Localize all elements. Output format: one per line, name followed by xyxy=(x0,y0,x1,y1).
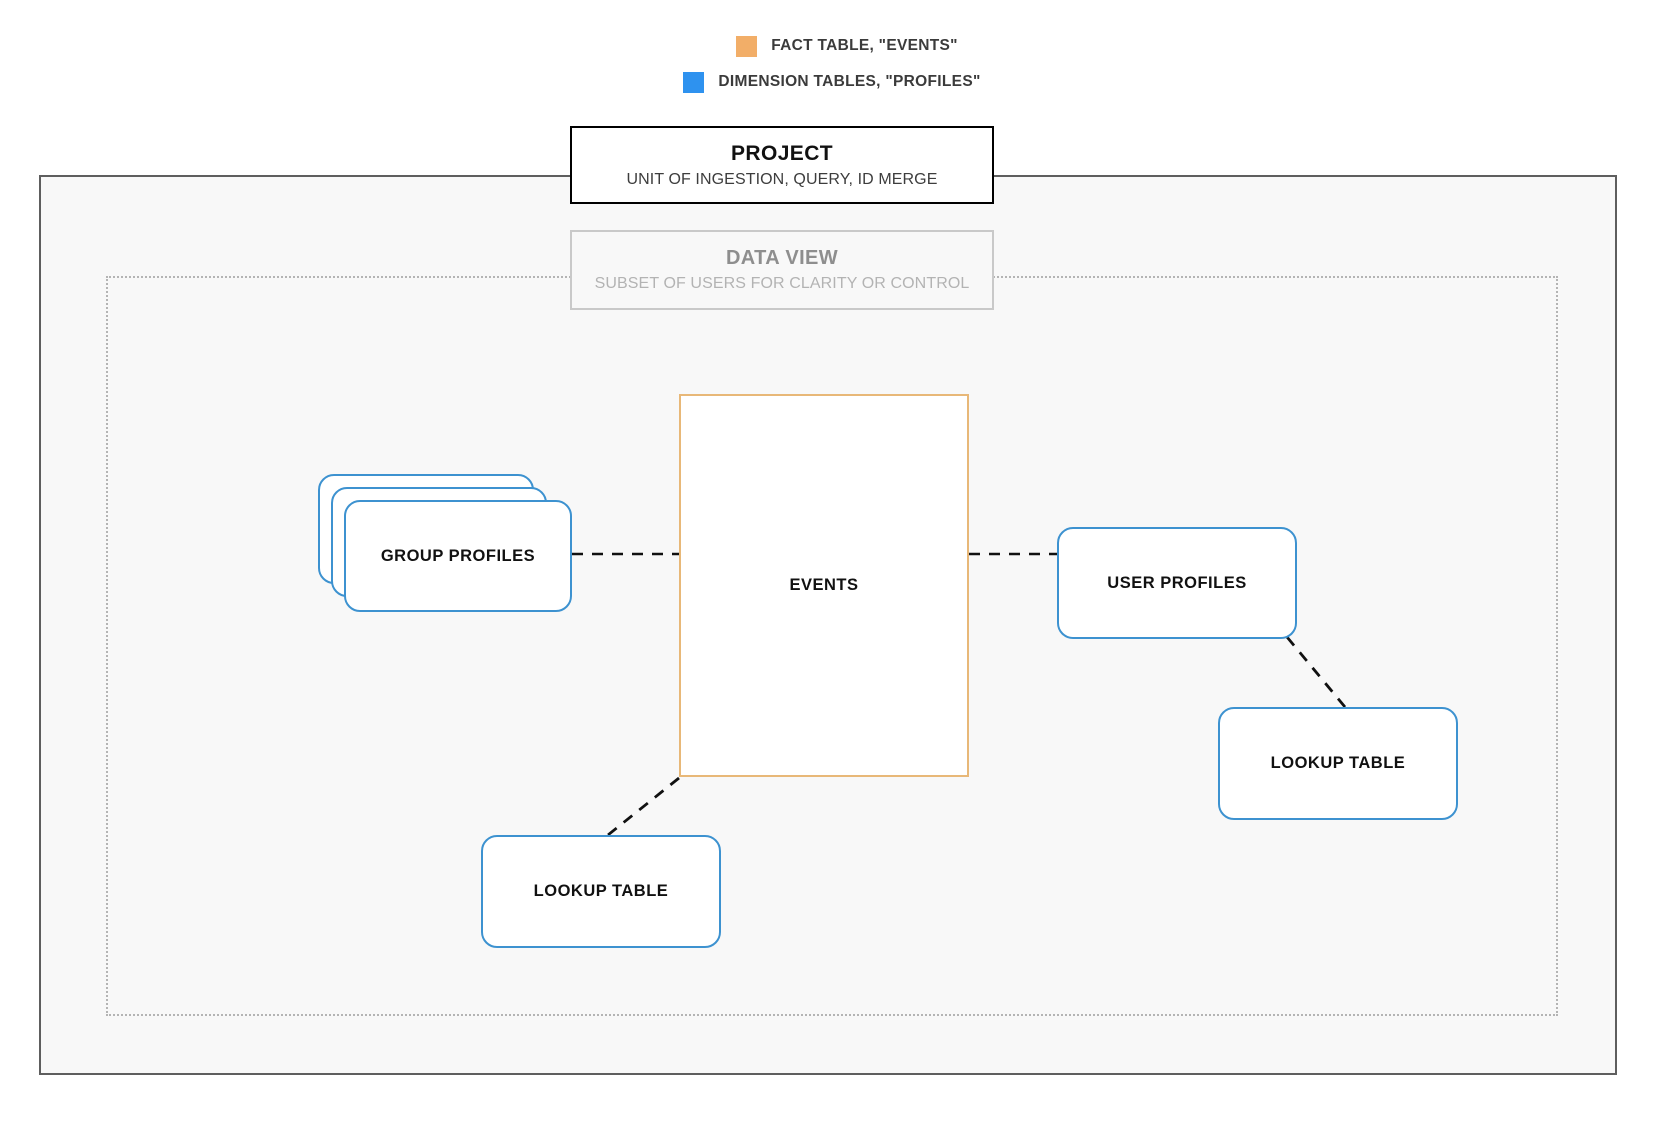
data-view-card: DATA VIEW SUBSET OF USERS FOR CLARITY OR… xyxy=(570,230,994,310)
dimension-table-user-profiles: USER PROFILES xyxy=(1057,527,1297,639)
blue-square-swatch-icon xyxy=(683,71,705,93)
project-card: PROJECT UNIT OF INGESTION, QUERY, ID MER… xyxy=(570,126,994,204)
group-profiles-stack-card-front: GROUP PROFILES xyxy=(344,500,572,612)
lookup-table-right-label: LOOKUP TABLE xyxy=(1270,754,1406,772)
lookup-table-left: LOOKUP TABLE xyxy=(481,835,721,948)
fact-table-events-label: EVENTS xyxy=(789,576,859,594)
lookup-table-left-label: LOOKUP TABLE xyxy=(533,882,669,900)
fact-table-events: EVENTS xyxy=(679,394,969,777)
project-title: PROJECT xyxy=(731,141,833,165)
group-profiles-label: GROUP PROFILES xyxy=(380,546,536,565)
legend-label-dimension-tables: DIMENSION TABLES, "PROFILES" xyxy=(718,73,981,90)
data-view-title: DATA VIEW xyxy=(725,247,839,269)
project-subtitle: UNIT OF INGESTION, QUERY, ID MERGE xyxy=(626,170,938,188)
legend-label-fact-table: FACT TABLE, "EVENTS" xyxy=(771,37,958,54)
lookup-table-right: LOOKUP TABLE xyxy=(1218,707,1458,820)
legend-row-fact-table: FACT TABLE, "EVENTS" xyxy=(0,28,1664,64)
data-view-subtitle: SUBSET OF USERS FOR CLARITY OR CONTROL xyxy=(594,275,970,292)
dimension-table-group-profiles: GROUP PROFILES xyxy=(318,474,578,612)
user-profiles-label: USER PROFILES xyxy=(1107,573,1247,592)
legend-row-dimension-tables: DIMENSION TABLES, "PROFILES" xyxy=(0,64,1664,100)
legend: FACT TABLE, "EVENTS" DIMENSION TABLES, "… xyxy=(0,28,1664,100)
orange-square-swatch-icon xyxy=(736,35,758,57)
